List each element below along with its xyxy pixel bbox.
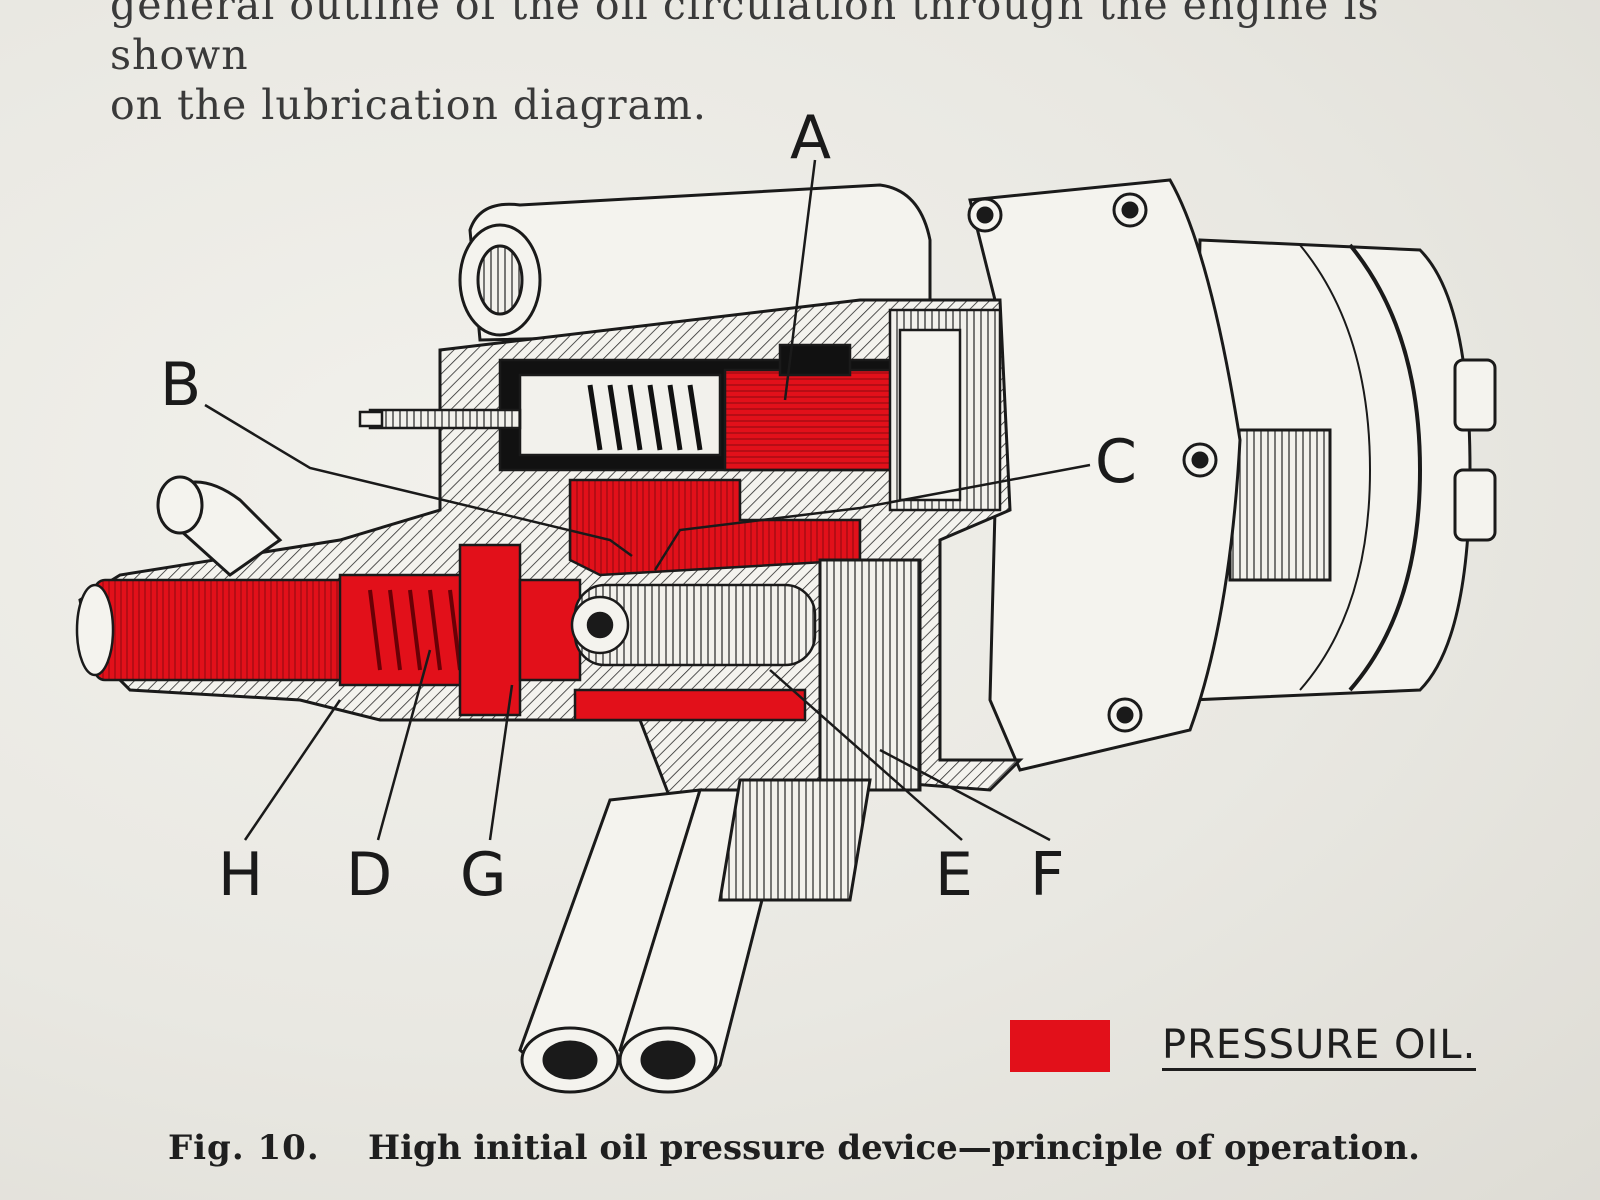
pump-gear — [888, 308, 1002, 512]
label-f: F — [1030, 840, 1065, 910]
label-e: E — [935, 840, 973, 910]
leader-d — [376, 649, 432, 841]
leader-a — [783, 159, 817, 401]
upper-bore — [358, 343, 902, 472]
label-c: C — [1095, 427, 1137, 497]
outlet-pipes — [518, 558, 922, 1094]
legend: PRESSURE OIL. — [1010, 1020, 1490, 1080]
label-b: B — [160, 350, 202, 420]
leader-b — [204, 403, 633, 558]
figure-number: Fig. 10. — [168, 1128, 320, 1168]
intro-line-2: on the lubrication diagram. — [110, 81, 707, 129]
leader-h — [243, 699, 342, 841]
leader-e — [769, 669, 963, 841]
pump-body — [1188, 238, 1497, 702]
label-a: A — [790, 103, 832, 173]
inlet-tube — [156, 475, 283, 577]
leader-g — [488, 684, 514, 841]
lower-bore — [75, 543, 817, 722]
leader-f — [879, 748, 1051, 842]
intro-line-1: general outline of the oil circulation t… — [110, 0, 1380, 79]
label-h: H — [218, 840, 264, 910]
intro-paragraph: general outline of the oil circulation t… — [110, 0, 1490, 130]
leader-c — [653, 463, 1091, 571]
leader-lines — [204, 159, 1091, 842]
label-d: D — [346, 840, 393, 910]
top-boss — [458, 183, 932, 342]
middle-oil-chamber — [568, 478, 862, 577]
figure-caption: Fig. 10. High initial oil pressure device… — [168, 1128, 1468, 1168]
legend-swatch-pressure-oil — [1010, 1020, 1110, 1072]
flange-plate — [967, 178, 1242, 772]
label-g: G — [460, 840, 507, 910]
legend-label: PRESSURE OIL. — [1162, 1022, 1477, 1071]
caption-text: High initial oil pressure device—princip… — [368, 1128, 1420, 1168]
